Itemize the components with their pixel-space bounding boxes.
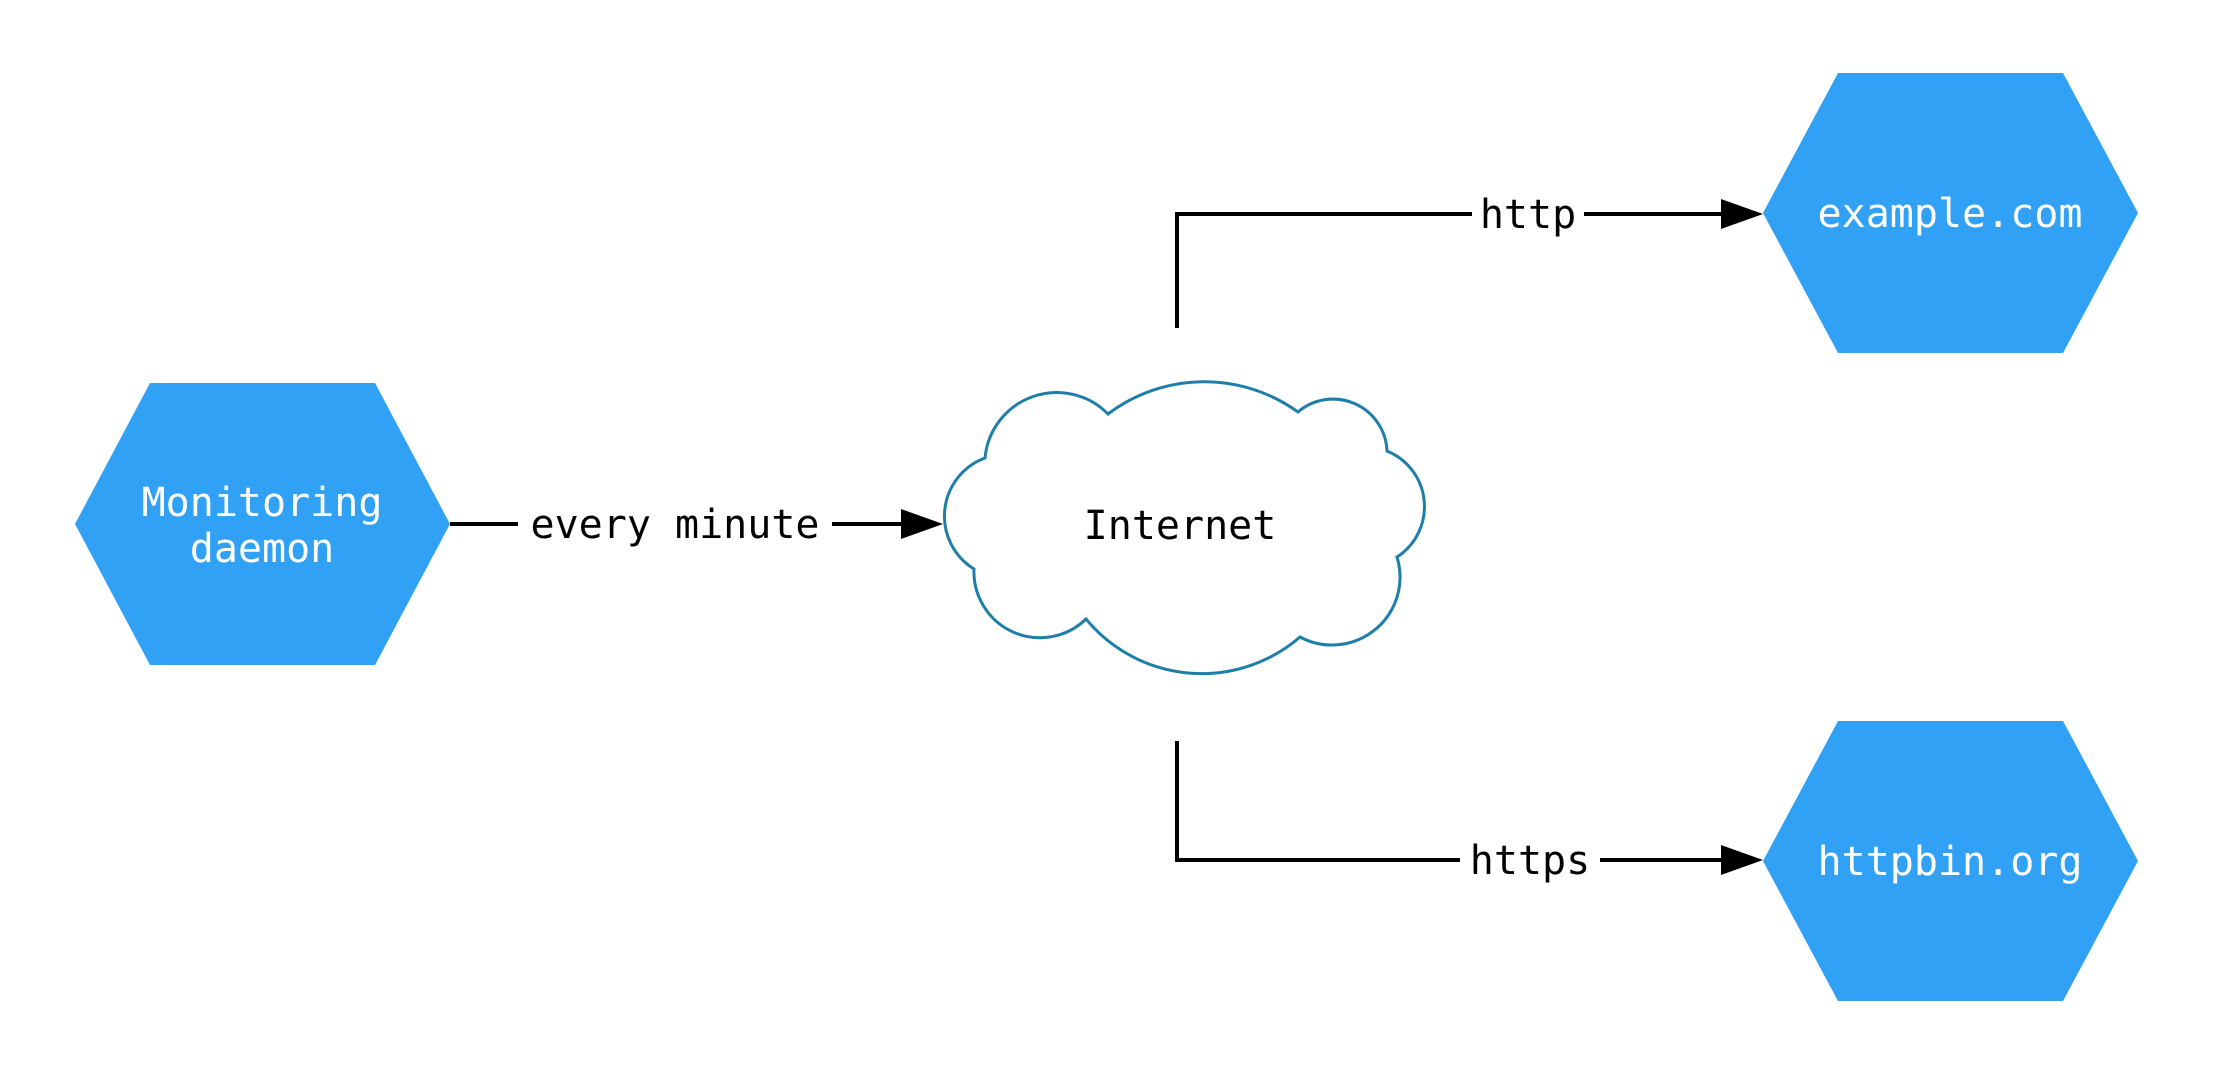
- edge-line: [1175, 212, 1723, 328]
- edge-label-background: [1460, 836, 1600, 884]
- edge-label-every-minute: every minute: [531, 502, 820, 548]
- example-com-label: example.com: [1818, 191, 2083, 237]
- node-example-com: example.com: [1763, 73, 2138, 353]
- httpbin-org-hexagon: [1763, 721, 2138, 1001]
- edge-monitoring-daemon-to-internet: every minute: [450, 500, 943, 548]
- example-com-hexagon: [1763, 73, 2138, 353]
- edge-label-https: https: [1470, 838, 1590, 884]
- node-internet: Internet: [942, 380, 1426, 676]
- internet-label: Internet: [1084, 503, 1277, 549]
- monitoring-daemon-label-line2: daemon: [190, 526, 335, 572]
- edge-line: [1175, 741, 1723, 862]
- monitoring-daemon-label-line1: Monitoring: [142, 480, 383, 526]
- arrow-head: [901, 509, 943, 539]
- arrow-head: [1721, 199, 1763, 229]
- internet-cloud-shape: [942, 380, 1426, 676]
- edge-label-http: http: [1480, 192, 1576, 238]
- edge-label-background: [1472, 190, 1584, 238]
- edge-label-background: [518, 500, 832, 548]
- edge-internet-to-httpbin-org: https: [1175, 741, 1763, 884]
- httpbin-org-label: httpbin.org: [1818, 839, 2083, 885]
- arrow-head: [1721, 845, 1763, 875]
- node-monitoring-daemon: Monitoring daemon: [75, 383, 450, 665]
- monitoring-daemon-hexagon: [75, 383, 450, 665]
- node-httpbin-org: httpbin.org: [1763, 721, 2138, 1001]
- edge-internet-to-example-com: http: [1175, 190, 1763, 328]
